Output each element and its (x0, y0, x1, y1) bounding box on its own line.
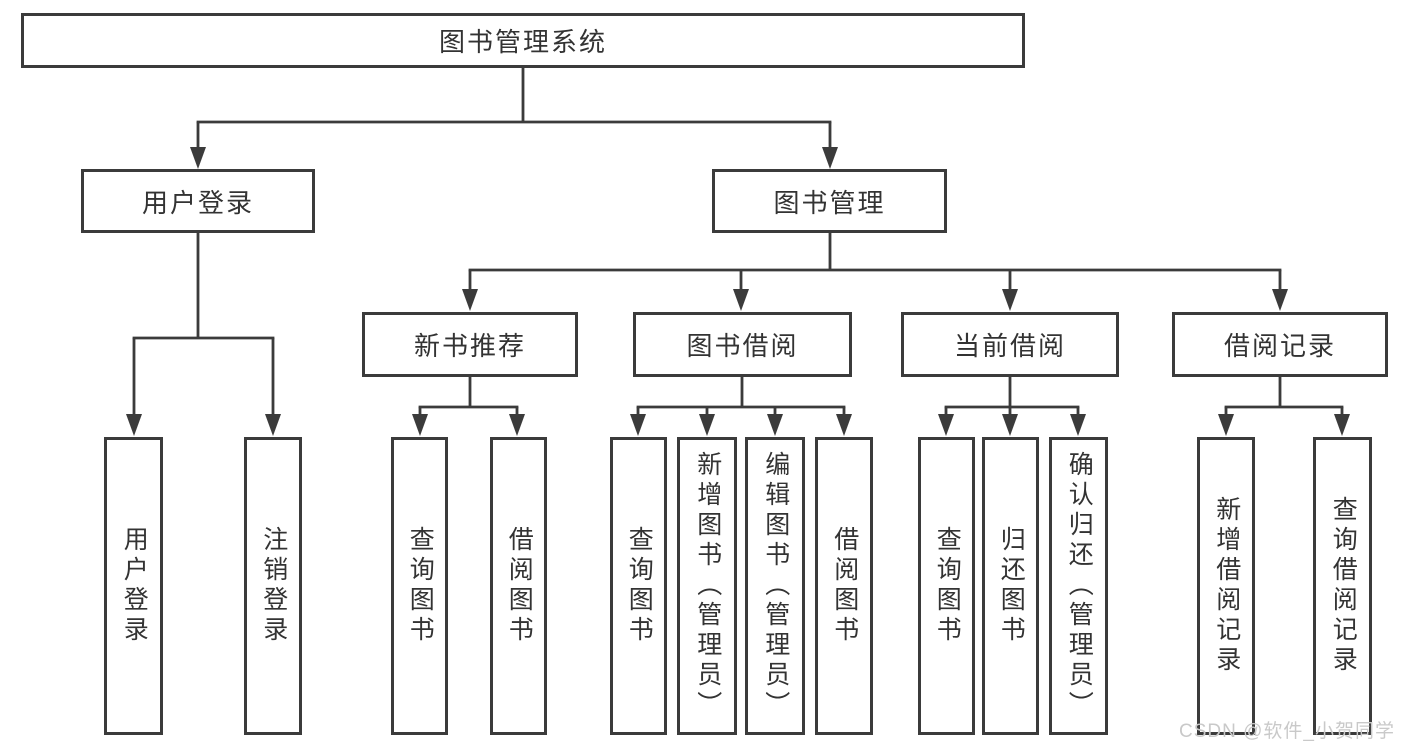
leaf-bb-query-books-label: 查询图书 (625, 526, 654, 646)
leaf-logout-login: 注销登录 (244, 437, 302, 735)
node-user-login: 用户登录 (81, 169, 315, 233)
leaf-nbr-query-books: 查询图书 (391, 437, 448, 735)
leaf-cb-query-books-label: 查询图书 (933, 526, 962, 646)
leaf-bb-borrow-books: 借阅图书 (815, 437, 873, 735)
leaf-cb-return-books: 归还图书 (982, 437, 1039, 735)
leaf-bb-query-books: 查询图书 (610, 437, 667, 735)
node-current-borrowing: 当前借阅 (901, 312, 1119, 377)
leaf-nbr-query-books-label: 查询图书 (406, 526, 435, 646)
leaf-nbr-borrow-books-label: 借阅图书 (505, 526, 534, 646)
leaf-cb-confirm-return-admin-label: 确认归还（管理员） (1065, 451, 1094, 721)
leaf-cb-return-books-label: 归还图书 (997, 526, 1026, 646)
leaf-cb-query-books: 查询图书 (918, 437, 975, 735)
leaf-bb-edit-books-admin: 编辑图书（管理员） (745, 437, 805, 735)
leaf-br-query-record-label: 查询借阅记录 (1329, 496, 1358, 676)
leaf-user-login: 用户登录 (104, 437, 163, 735)
leaf-logout-login-label: 注销登录 (259, 526, 288, 646)
leaf-bb-add-books-admin-label: 新增图书（管理员） (693, 451, 722, 721)
leaf-cb-confirm-return-admin: 确认归还（管理员） (1049, 437, 1108, 735)
node-library-management-system: 图书管理系统 (21, 13, 1025, 68)
node-new-book-recommendation: 新书推荐 (362, 312, 578, 377)
leaf-br-add-record-label: 新增借阅记录 (1212, 496, 1241, 676)
leaf-br-query-record: 查询借阅记录 (1313, 437, 1372, 735)
leaf-bb-add-books-admin: 新增图书（管理员） (677, 437, 737, 735)
leaf-bb-edit-books-admin-label: 编辑图书（管理员） (761, 451, 790, 721)
leaf-user-login-label: 用户登录 (120, 526, 149, 646)
leaf-nbr-borrow-books: 借阅图书 (490, 437, 547, 735)
node-book-management: 图书管理 (712, 169, 947, 233)
node-borrowing-records: 借阅记录 (1172, 312, 1388, 377)
csdn-watermark: CSDN @软件_小贺同学 (1179, 721, 1395, 742)
node-book-borrowing: 图书借阅 (633, 312, 852, 377)
leaf-bb-borrow-books-label: 借阅图书 (830, 526, 859, 646)
leaf-br-add-record: 新增借阅记录 (1197, 437, 1255, 735)
